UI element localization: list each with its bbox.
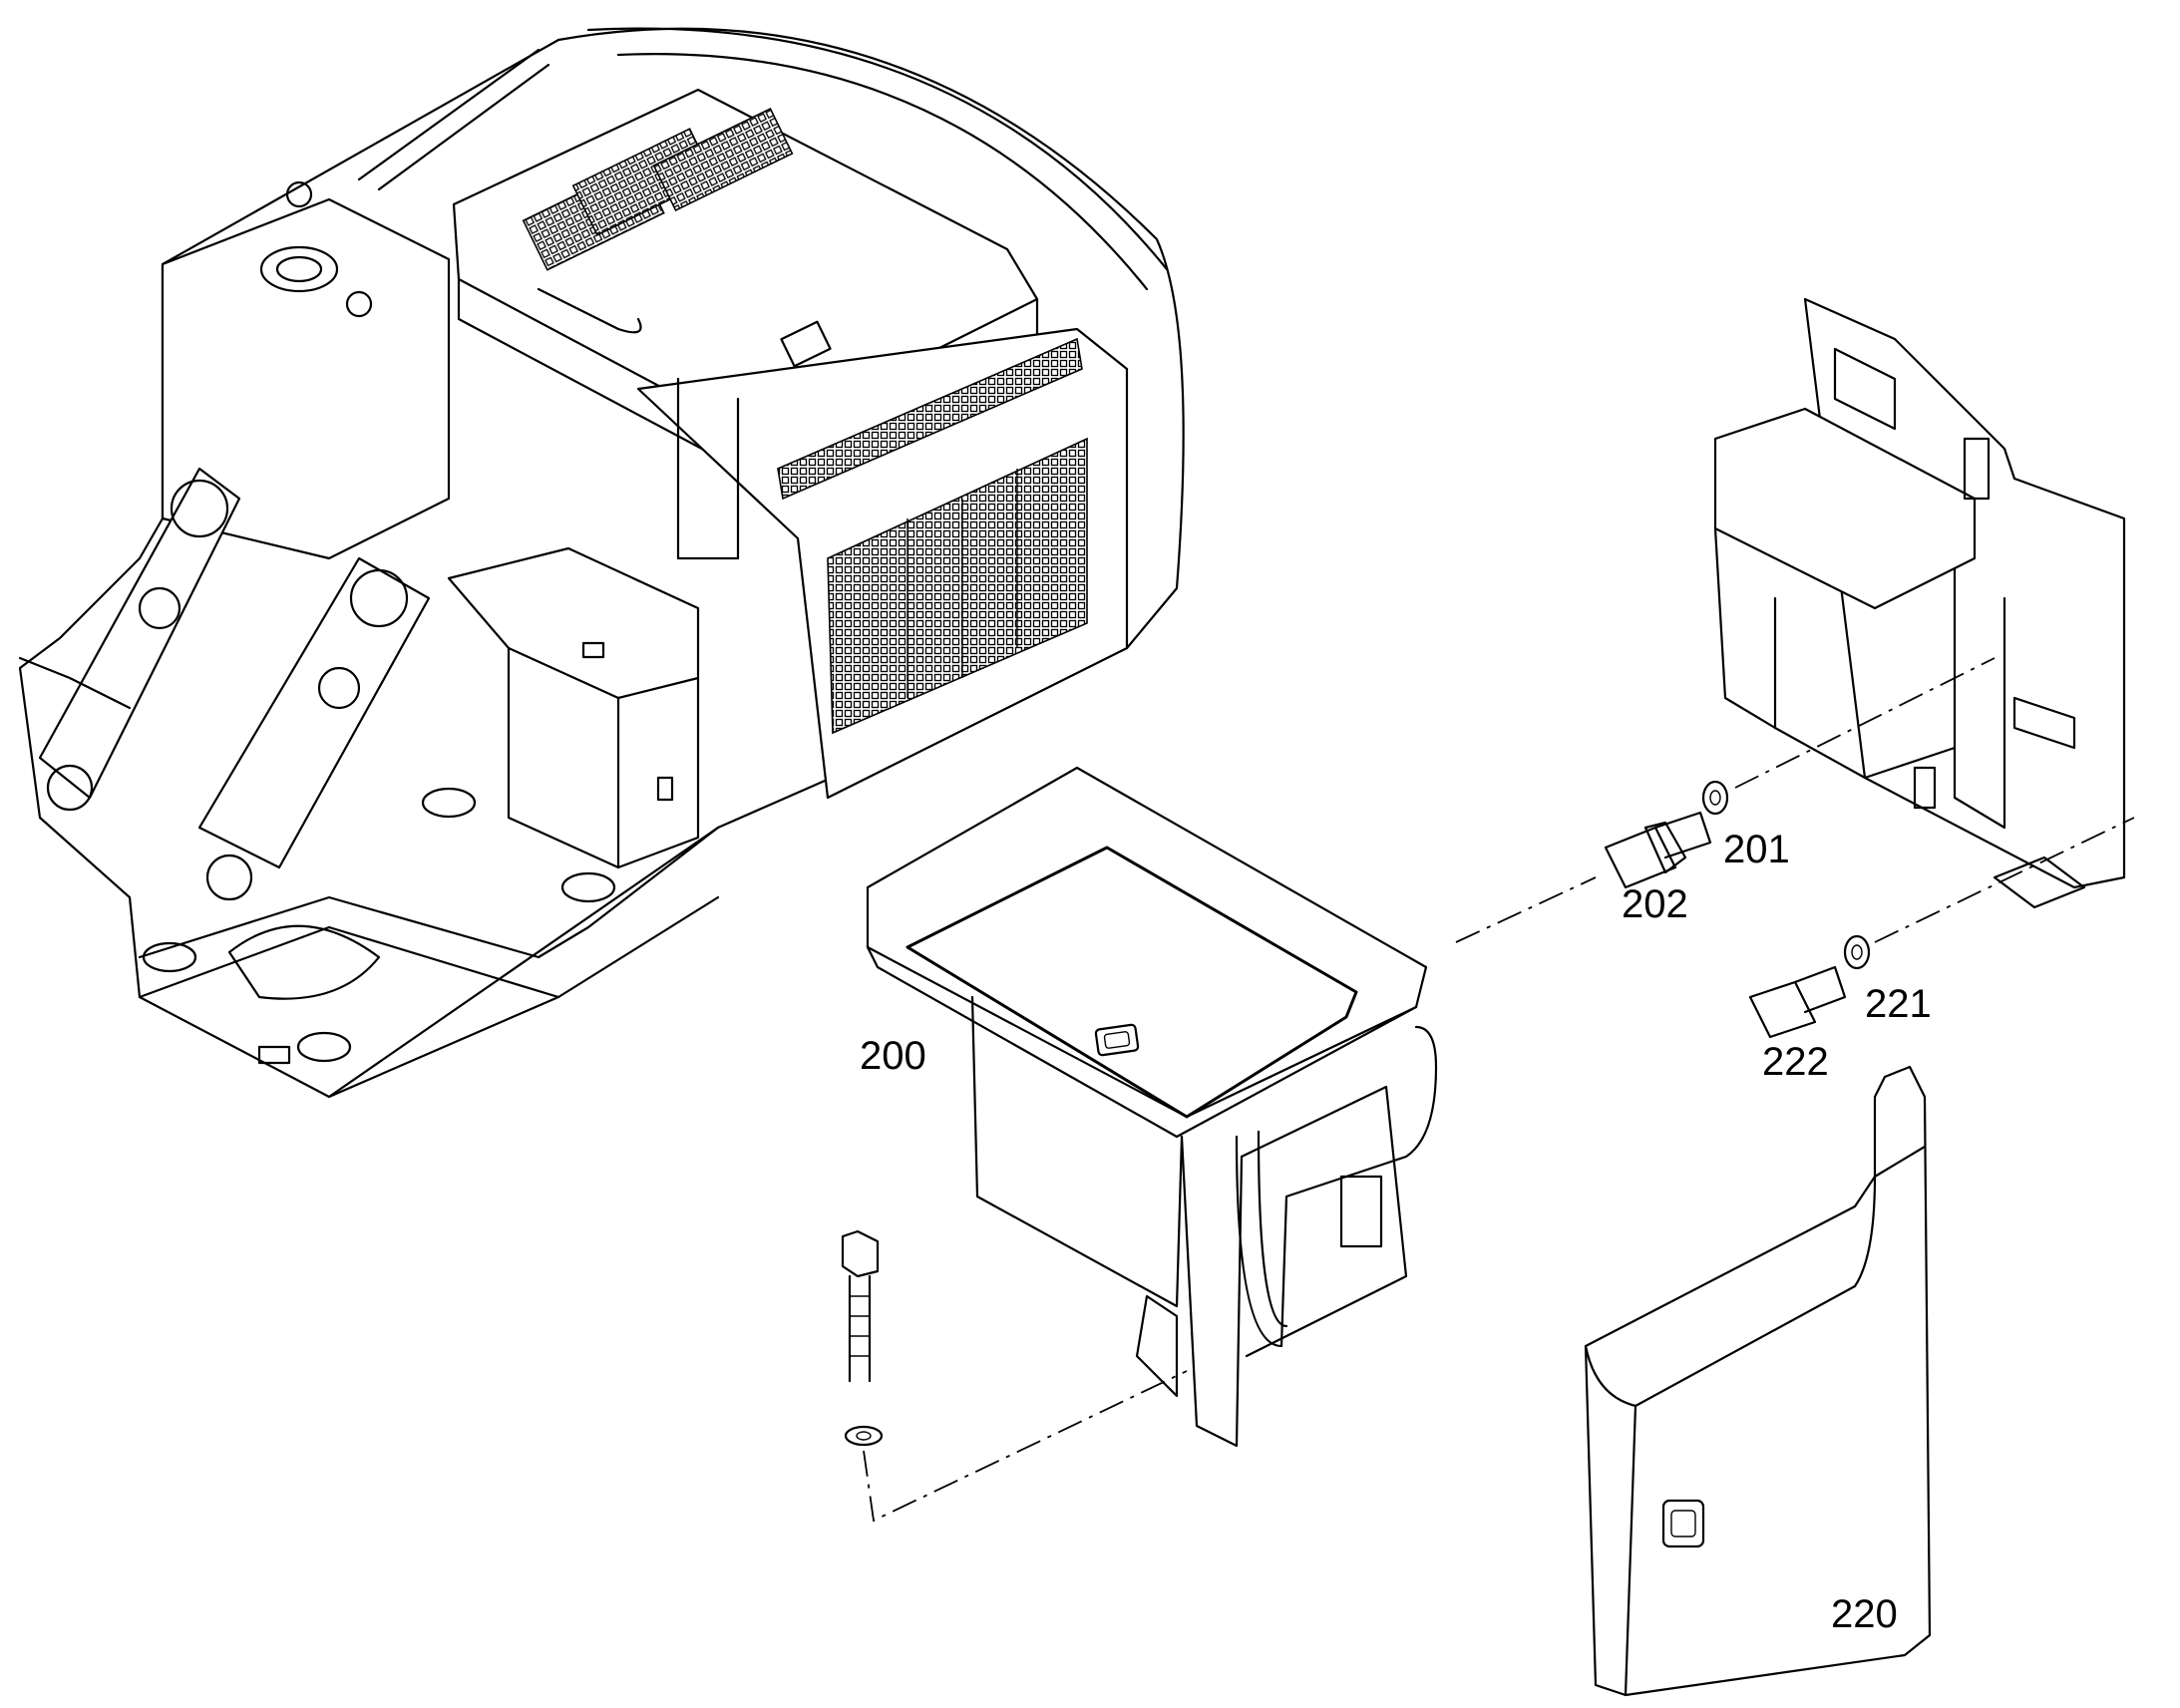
part-201-washer (1701, 780, 1729, 816)
part-202-bolt (1604, 811, 1712, 889)
part-221-washer (1843, 934, 1871, 970)
assembly-center-lines (863, 657, 2135, 1523)
callout-220: 220 (1831, 1592, 1898, 1636)
upper-frame-assembly (18, 27, 1185, 1099)
part-222-bolt (1748, 965, 1847, 1039)
part-200-toolbox (866, 766, 1438, 1448)
long-bolt-with-washer (841, 1229, 884, 1447)
callout-202: 202 (1622, 882, 1688, 926)
callout-201: 201 (1723, 828, 1790, 871)
mounting-bracket (1713, 297, 2126, 909)
callout-222: 222 (1762, 1040, 1829, 1084)
callout-200: 200 (860, 1034, 926, 1078)
callout-221: 221 (1865, 982, 1932, 1026)
part-220-side-cover (1584, 1065, 1932, 1697)
